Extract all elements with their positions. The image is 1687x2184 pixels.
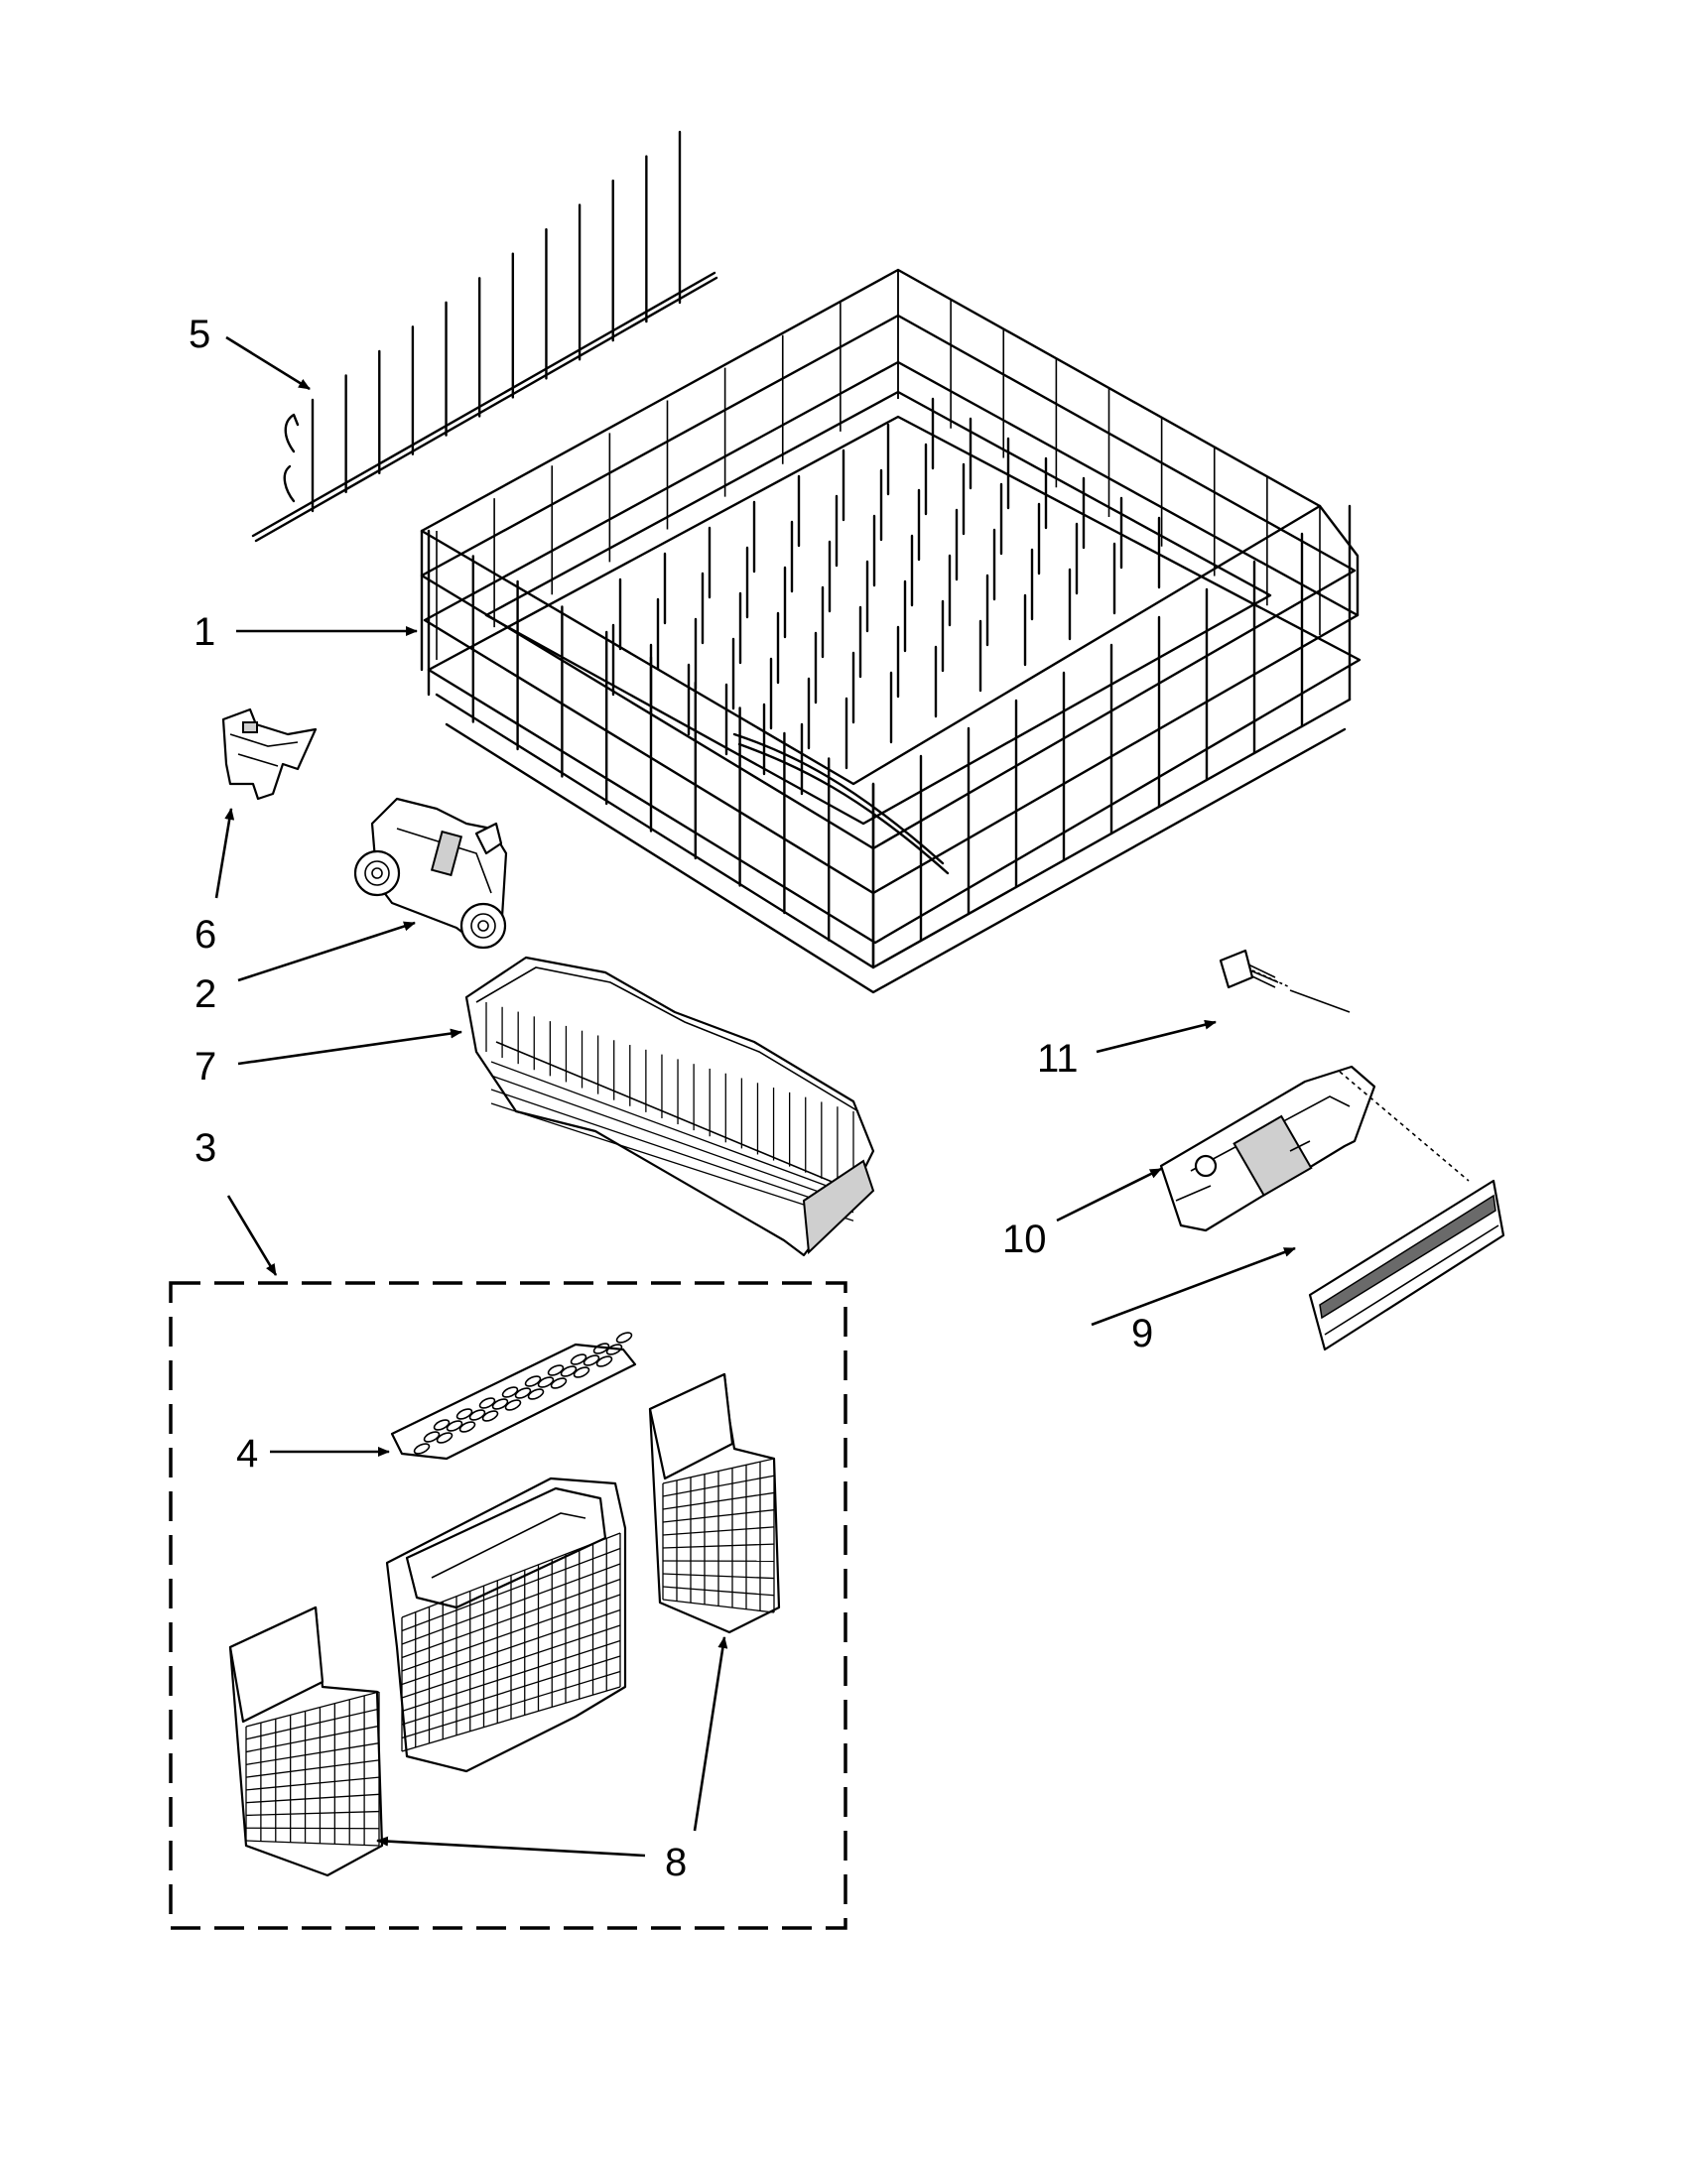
tine-row-icon [251,130,718,543]
clip-icon [221,707,318,801]
leader-lines [214,335,1296,1858]
side-basket-icon-left [228,1606,384,1877]
callout-4: 4 [236,1432,258,1476]
callout-10: 10 [1002,1218,1047,1261]
callout-5: 5 [189,313,210,356]
cap-icon [1308,1179,1505,1351]
basket-lid-icon [390,1332,637,1461]
callout-11: 11 [1037,1037,1079,1081]
callout-6: 6 [195,913,216,957]
callout-8: 8 [665,1841,687,1884]
callout-1: 1 [194,610,215,654]
callout-2: 2 [195,972,216,1016]
assembly-boundary [169,1281,847,1930]
screw-icon [1219,949,1291,989]
utensil-basket-icon [464,956,875,1257]
callout-7: 7 [195,1045,216,1089]
callout-3: 3 [195,1126,216,1170]
dishrack-icon [420,268,1362,994]
bracket-icon [1159,989,1470,1232]
silverware-basket-icon [385,1477,627,1773]
side-basket-icon [648,1372,781,1634]
rack-wheel-icon [353,797,508,950]
callout-9: 9 [1131,1312,1153,1355]
